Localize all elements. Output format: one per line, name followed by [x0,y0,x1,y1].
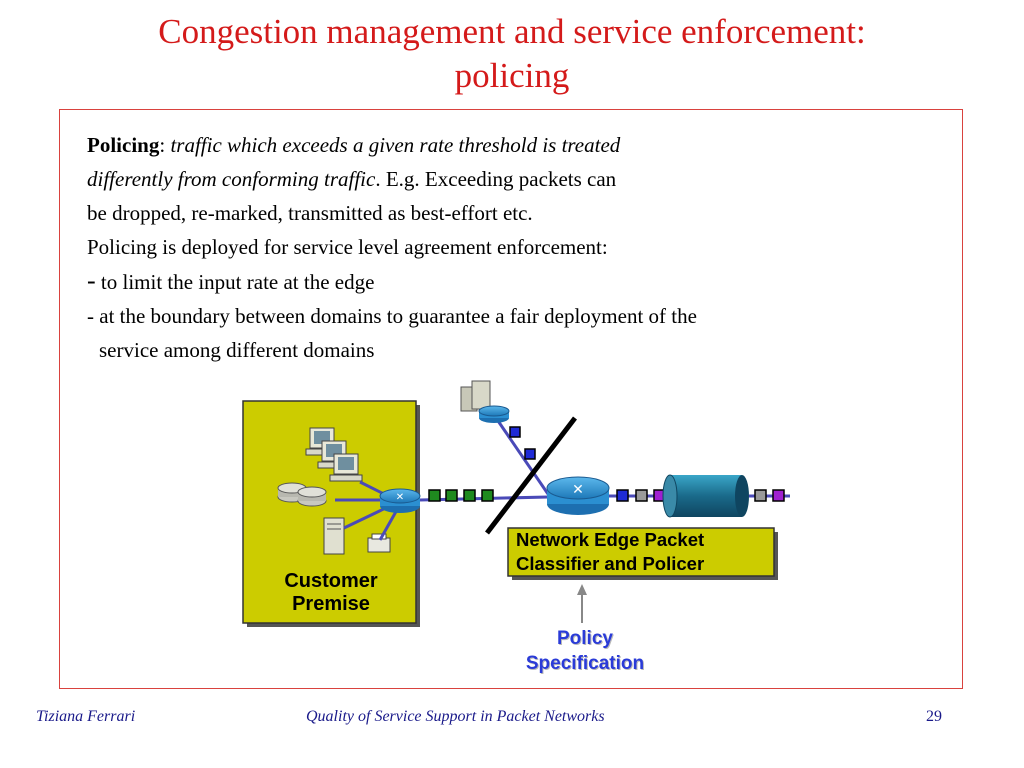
customer-premise-label-line-2: Premise [292,593,370,615]
title-line-1: Congestion management and service enforc… [158,12,866,51]
footer-title: Quality of Service Support in Packet Net… [306,708,605,725]
bullet-2-continuation: service among different domains [99,338,375,362]
example-text: . E.g. Exceeding packets can [375,167,617,191]
definition-line-3: be dropped, re-marked, transmitted as be… [87,201,533,225]
edge-box [507,527,775,577]
domain-boundary-line [485,416,577,535]
customer-premise-label-line-1: Customer [284,570,378,592]
svg-text:✕: ✕ [572,482,584,498]
page-number: 29 [926,708,942,725]
edge-router-icon: ✕ [546,476,610,515]
svg-text:✕: ✕ [396,492,404,503]
workstation-icon [329,453,363,482]
packet [754,489,767,502]
queue-icon [662,474,749,518]
packet [463,489,476,502]
bullet-1-text: to limit the input rate at the edge [100,270,375,294]
packet [772,489,785,502]
definition-line-2: differently from conforming traffic. E.g… [87,162,947,196]
colon: : [159,133,166,157]
link [492,414,550,495]
router-icon: ✕ [379,488,421,513]
packet [635,489,648,502]
policy-label-line-2: Specification [525,653,645,674]
link [378,507,400,541]
server-icon [323,517,345,555]
database-icon [277,482,327,507]
packet [428,489,441,502]
footer-author: Tiziana Ferrari [36,708,136,725]
packet [481,489,494,502]
customer-premise-label: Customer Premise [246,570,416,616]
deployment-line: Policing is deployed for service level a… [87,235,608,259]
definition-italic-1: traffic which exceeds a given rate thres… [170,133,621,157]
bullet-1: - to limit the input rate at the edge [87,264,947,299]
policy-arrowhead [577,584,587,595]
packet [445,489,458,502]
policing-term: Policing [87,133,160,157]
bullet-1-dash: - [87,266,96,295]
policy-label-line-1: Policy [557,628,613,649]
title-line-2: policing [454,56,570,95]
policy-specification-label: Policy Specification [500,626,670,676]
server-icon [460,380,491,412]
bullet-2: - at the boundary between domains to gua… [87,304,697,328]
edge-classifier-label: Network Edge Packet Classifier and Polic… [508,528,774,576]
definition-line-1: Policing: traffic which exceeds a given … [87,128,947,162]
slide-title: Congestion management and service enforc… [0,10,1024,98]
definition-italic-2: differently from conforming traffic [87,167,376,191]
content-frame [59,109,963,689]
body-text: Policing: traffic which exceeds a given … [87,128,947,367]
edge-classifier-label-line-1: Network Edge Packet [516,529,705,550]
packet [524,448,536,460]
edge-classifier-label-line-2: Classifier and Policer [516,553,705,574]
packet [509,426,521,438]
router-icon [478,405,510,423]
packet [616,489,629,502]
